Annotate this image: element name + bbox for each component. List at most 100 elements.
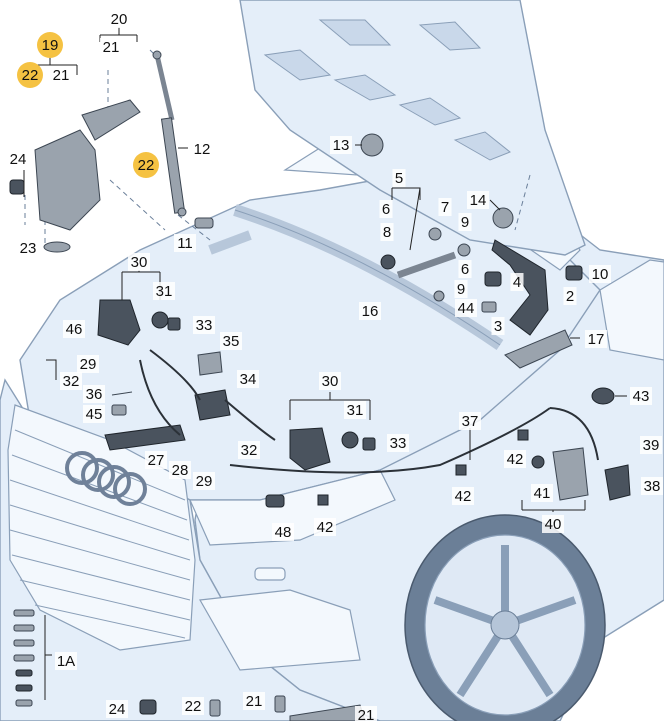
bonnet-lock-right	[289, 427, 331, 471]
label-backdrop	[272, 523, 294, 541]
part-number-27: 27	[148, 452, 165, 469]
label-backdrop	[128, 253, 150, 271]
part-number-21: 21	[246, 693, 263, 710]
label-backdrop	[531, 484, 553, 502]
label-backdrop	[510, 273, 524, 291]
label-backdrop	[359, 302, 381, 320]
part-number-12: 12	[194, 141, 211, 158]
part-number-20: 20	[111, 11, 128, 28]
part-number-14: 14	[470, 192, 487, 209]
part-number-8: 8	[383, 224, 391, 241]
bonnet-hinge	[491, 239, 549, 336]
label-backdrop	[491, 317, 505, 335]
clip	[9, 179, 25, 195]
label-backdrop	[7, 150, 29, 168]
part-number-4: 4	[513, 274, 521, 291]
label-backdrop	[641, 477, 663, 495]
part-number-22: 22	[185, 698, 202, 715]
label-backdrop	[83, 405, 105, 423]
label-backdrop	[585, 330, 607, 348]
part-number-24: 24	[10, 151, 27, 168]
highlight-badge	[37, 32, 63, 58]
part-number-22: 22	[22, 67, 39, 84]
highlight-badge	[133, 152, 159, 178]
release-cables	[139, 349, 599, 474]
part-number-37: 37	[462, 413, 479, 430]
label-backdrop	[153, 282, 175, 300]
bonnet-ribs	[263, 19, 511, 161]
cover-cap	[591, 387, 615, 405]
label-backdrop	[145, 451, 167, 469]
part-number-5: 5	[395, 170, 403, 187]
label-backdrop	[380, 223, 394, 241]
grommet	[43, 241, 71, 253]
label-backdrop	[459, 412, 481, 430]
part-number-17: 17	[588, 331, 605, 348]
part-number-33: 33	[196, 317, 213, 334]
label-backdrop	[193, 316, 215, 334]
rod-end	[380, 254, 396, 270]
part-number-31: 31	[347, 402, 364, 419]
part-number-44: 44	[458, 300, 475, 317]
part-number-22: 22	[138, 157, 155, 174]
part-number-32: 32	[63, 373, 80, 390]
part-number-29: 29	[80, 356, 97, 373]
label-backdrop	[193, 472, 215, 490]
part-number-2: 2	[566, 288, 574, 305]
parts	[9, 50, 631, 721]
label-backdrop	[458, 213, 472, 231]
lock-carrier	[104, 424, 186, 451]
part-number-30: 30	[322, 373, 339, 390]
label-backdrop	[55, 652, 77, 670]
part-number-30: 30	[131, 254, 148, 271]
part-number-28: 28	[172, 462, 189, 479]
front-wheel	[404, 514, 606, 721]
open-bonnet	[239, 0, 586, 256]
part-number-6: 6	[382, 201, 390, 218]
label-backdrop	[169, 461, 191, 479]
part-number-21: 21	[358, 707, 375, 721]
label-backdrop	[238, 441, 260, 459]
label-backdrop	[60, 372, 82, 390]
hinge-rod	[396, 251, 457, 279]
part-number-34: 34	[240, 371, 257, 388]
hinge-stop	[565, 265, 583, 281]
label-backdrop	[314, 518, 336, 536]
part-number-13: 13	[333, 137, 350, 154]
part-number-38: 38	[644, 478, 661, 495]
part-number-10: 10	[592, 266, 609, 283]
label-backdrop	[355, 706, 377, 721]
label-backdrop	[640, 436, 662, 454]
part-number-19: 19	[42, 37, 59, 54]
release-handle-housing	[552, 447, 589, 501]
label-backdrop	[563, 287, 577, 305]
side-window	[599, 259, 664, 361]
part-number-1A: 1A	[57, 653, 75, 670]
label-backdrop	[63, 320, 85, 338]
label-backdrop	[83, 385, 105, 403]
label-backdrop	[454, 280, 468, 298]
plug	[492, 207, 514, 229]
release-handle	[604, 464, 631, 501]
part-number-31: 31	[156, 283, 173, 300]
label-backdrop	[392, 169, 406, 187]
hinge-clip	[484, 271, 502, 287]
label-backdrop	[458, 260, 472, 278]
cable-bracket	[197, 351, 223, 376]
label-backdrop	[379, 200, 393, 218]
part-number-32: 32	[241, 442, 258, 459]
part-number-42: 42	[507, 451, 524, 468]
part-number-9: 9	[461, 214, 469, 231]
label-backdrop	[387, 434, 409, 452]
bracket-plate	[81, 99, 141, 141]
part-number-11: 11	[177, 235, 193, 252]
part-number-39: 39	[643, 437, 660, 454]
headlight	[189, 469, 396, 546]
label-backdrop	[237, 370, 259, 388]
label-backdrop	[191, 140, 213, 158]
release-lever	[194, 389, 231, 421]
highlight-badge	[17, 62, 43, 88]
label-backdrop	[344, 401, 366, 419]
bonnet-panel	[239, 0, 586, 256]
